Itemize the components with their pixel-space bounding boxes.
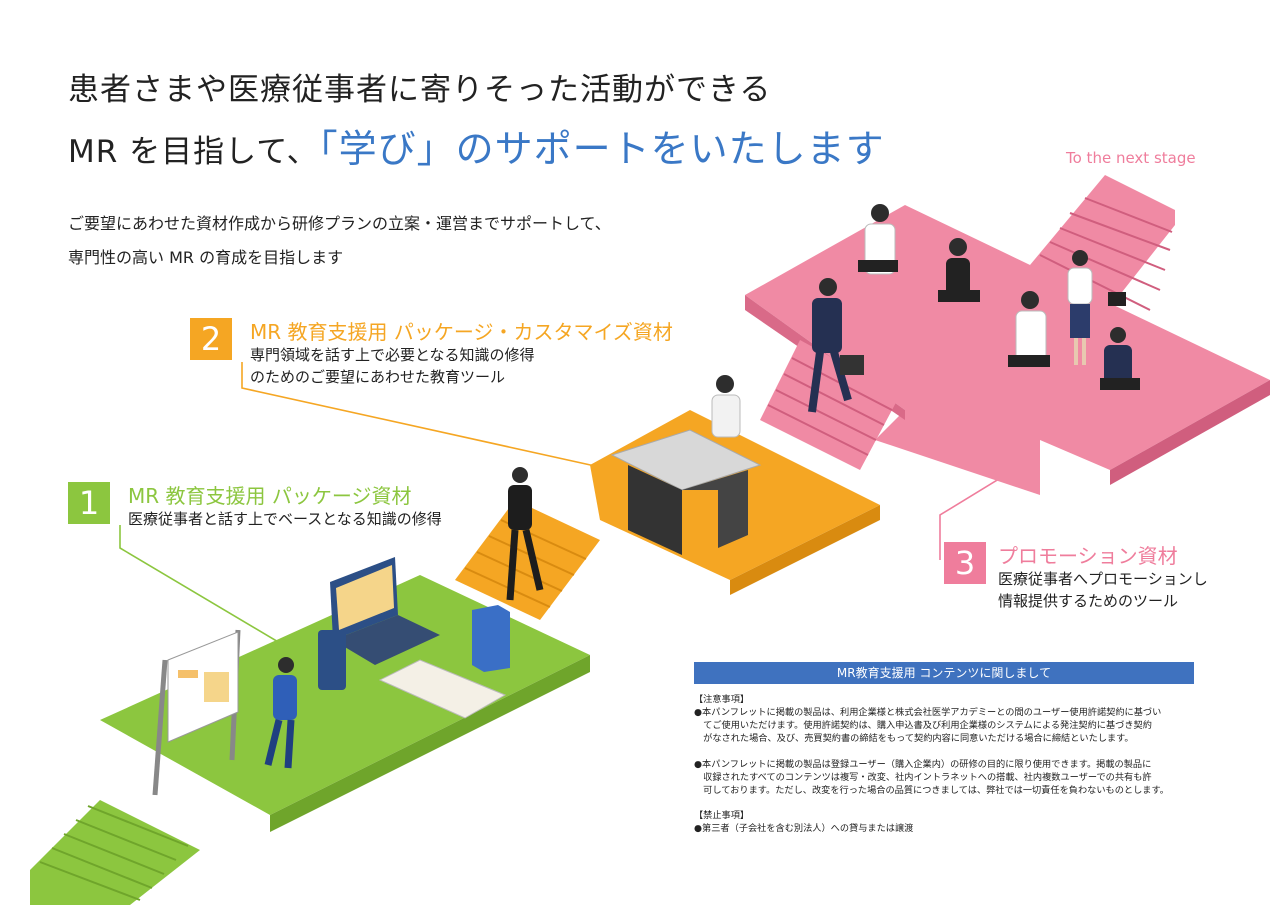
intro-line1: ご要望にあわせた資材作成から研修プランの立案・運営までサポートして、 xyxy=(68,214,611,233)
seated-man-figure-icon xyxy=(711,375,741,438)
headline-prefix: MR を目指して、 xyxy=(68,134,319,170)
section-2-desc-2: のためのご要望にあわせた教育ツール xyxy=(250,368,506,386)
intro-line2: 専門性の高い MR の育成を目指します xyxy=(68,248,344,267)
caution-line: てご使用いただけます。使用許諾契約は、購入申込書及び利用企業様のシステムによる発… xyxy=(694,720,1152,731)
section-3-desc-1: 医療従事者へプロモーションし xyxy=(998,570,1208,588)
headline-highlight: 「学び」のサポートをいたします xyxy=(318,127,885,171)
section-1-number: 1 xyxy=(68,482,110,524)
brochure-icon xyxy=(378,659,507,719)
prohibited-heading: 【禁止事項】 xyxy=(694,810,750,821)
section-3-title: プロモーション資材 xyxy=(998,544,1178,568)
laptop-icon xyxy=(330,557,440,665)
doctor-figure-icon xyxy=(858,204,898,275)
woman-figure-icon xyxy=(938,238,980,302)
businessman-figure-icon xyxy=(808,278,864,413)
cameraman-figure-icon xyxy=(1100,292,1140,390)
caution-heading: 【注意事項】 xyxy=(694,694,750,705)
section-1-desc-1: 医療従事者と話す上でベースとなる知識の修得 xyxy=(128,510,442,528)
connector-line-1 xyxy=(119,525,281,644)
section-2-desc-1: 専門領域を話す上で必要となる知識の修得 xyxy=(250,346,535,364)
climber-figure-icon xyxy=(506,467,544,601)
section-2-number: 2 xyxy=(190,318,232,360)
notice-title-bar: MR教育支援用 コンテンツに関しまして xyxy=(694,662,1194,684)
presenter-woman-figure-icon xyxy=(1067,250,1093,365)
section-2-title: MR 教育支援用 パッケージ・カスタマイズ資材 xyxy=(250,320,673,344)
section-1-title: MR 教育支援用 パッケージ資材 xyxy=(128,484,412,508)
presenter-figure-icon xyxy=(264,657,297,769)
desk-icon xyxy=(610,429,762,555)
prohibited-line: ●第三者（子会社を含む別法人）への貸与または譲渡 xyxy=(694,823,914,834)
headline-line2: MR を目指して、「学び」のサポートをいたします xyxy=(68,118,885,173)
green-platform xyxy=(30,575,590,905)
caution-line: がなされた場合、及び、売買契約書の締結をもって契約内容に同意いただける場合に締結… xyxy=(694,733,1134,744)
caution-line: 可しております。ただし、改変を行った場合の品質につきましては、弊社では一切責任を… xyxy=(694,785,1169,796)
headline-line1: 患者さまや医療従事者に寄りそった活動ができる xyxy=(68,72,772,108)
next-stage-label: To the next stage xyxy=(1066,149,1196,167)
connector-line-2 xyxy=(241,362,596,467)
caution-line: ●本パンフレットに掲載の製品は登録ユーザー（購入企業内）の研修の目的に限り使用で… xyxy=(694,759,1152,770)
caution-line: ●本パンフレットに掲載の製品は、利用企業様と株式会社医学アカデミーとの間のユーザ… xyxy=(694,707,1162,718)
doctor2-figure-icon xyxy=(1008,291,1050,367)
whiteboard-icon xyxy=(152,629,241,796)
book-icon xyxy=(472,605,510,672)
pink-platform xyxy=(745,175,1270,495)
section-3-number: 3 xyxy=(944,542,986,584)
tablet-icon xyxy=(318,630,346,690)
caution-line: 収録されたすべてのコンテンツは複写・改変、社内イントラネットへの搭載、社内複数ユ… xyxy=(694,772,1152,783)
section-3-desc-2: 情報提供するためのツール xyxy=(998,592,1179,610)
